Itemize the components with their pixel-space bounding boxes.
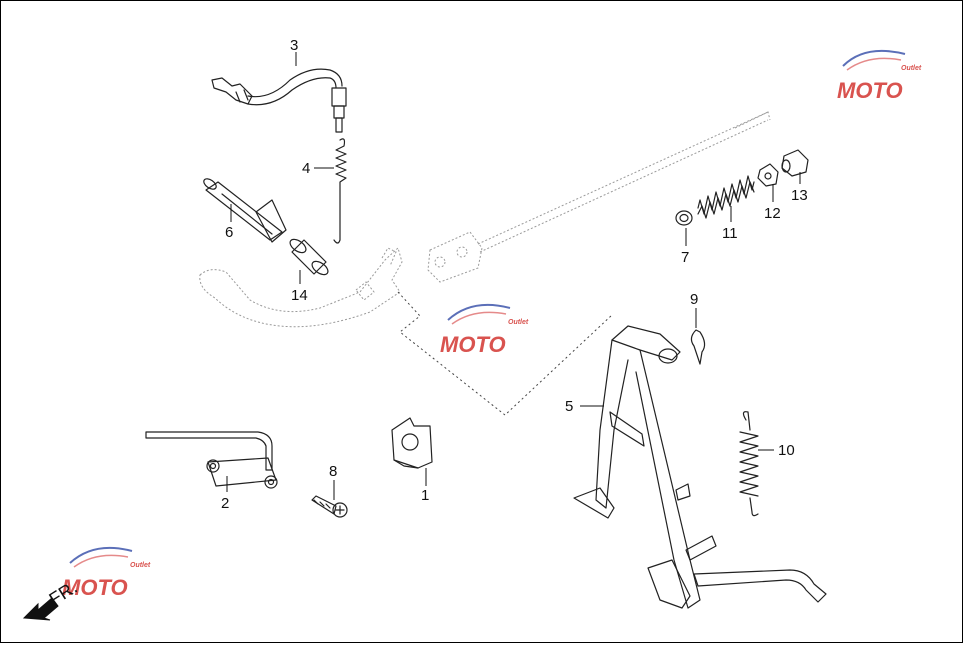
callout-9: 9: [690, 291, 698, 308]
watermark-center: MOTO Outlet: [440, 303, 529, 357]
part-1-plate: [391, 417, 433, 469]
assembly-path: [397, 291, 613, 416]
callout-3: 3: [290, 37, 298, 54]
part-4-spring: [333, 138, 347, 244]
ghost-brake-pedal: [199, 247, 403, 328]
part-3-stop-switch: [211, 68, 347, 133]
callout-12: 12: [764, 205, 781, 222]
part-8-screw: [311, 495, 348, 518]
watermark-text-moto: MOTO: [62, 575, 128, 600]
callout-14: 14: [291, 287, 308, 304]
part-10-spring: [739, 411, 759, 517]
watermark-text-outlet: Outlet: [901, 65, 922, 72]
part-6-pivot-bolt: [203, 178, 287, 243]
watermark-text-moto: MOTO: [440, 332, 506, 357]
watermark-bottom-left: MOTO Outlet: [62, 546, 151, 600]
callout-1: 1: [421, 487, 429, 504]
front-arrow-icon: [22, 597, 59, 621]
callout-7: 7: [681, 249, 689, 266]
part-12-joint: [757, 163, 779, 187]
part-13-nut: [781, 149, 809, 177]
ghost-brake-rod: [427, 111, 771, 283]
part-9-cotter-pin: [690, 329, 706, 365]
callout-10: 10: [778, 442, 795, 459]
watermark-text-outlet: Outlet: [508, 319, 529, 326]
part-14-bushing: [289, 238, 329, 276]
part-2-bracket: [145, 431, 278, 489]
callout-13: 13: [791, 187, 808, 204]
watermark-top-right: MOTO Outlet: [837, 49, 922, 103]
leader-lines: [226, 52, 801, 500]
front-direction-indicator: FR.: [22, 577, 81, 621]
callout-4: 4: [302, 160, 310, 177]
watermark-text-outlet: Outlet: [130, 562, 151, 569]
part-5-main-stand: [573, 325, 827, 609]
callout-11: 11: [722, 225, 738, 242]
callout-8: 8: [329, 463, 337, 480]
callout-6: 6: [225, 224, 233, 241]
callout-2: 2: [221, 495, 229, 512]
watermark-text-moto: MOTO: [837, 78, 903, 103]
part-11-spring: [697, 175, 755, 219]
callout-5: 5: [565, 398, 573, 415]
callouts: 3 4 6 14 7 11 12 13 9 5 10 8 2 1: [221, 37, 808, 512]
part-7-washer: [675, 210, 693, 226]
